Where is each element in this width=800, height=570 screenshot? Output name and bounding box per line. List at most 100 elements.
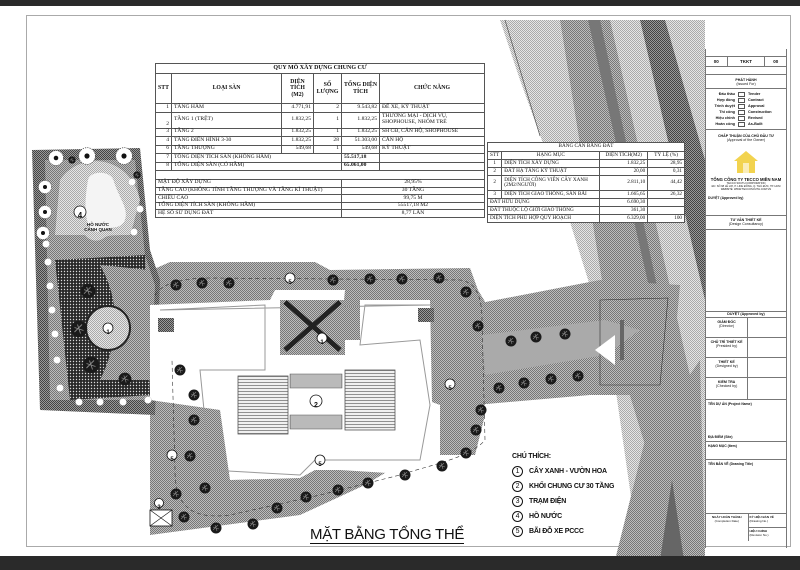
- issue-checkbox[interactable]: [738, 115, 745, 121]
- issue-checkbox[interactable]: [738, 109, 745, 115]
- col-header: DIỆN TÍCH (M2): [281, 73, 314, 104]
- building-scale-title: QUY MÔ XÂY DỰNG CHUNG CƯ: [155, 63, 485, 74]
- issue-vi: Hợp đồng: [716, 98, 735, 102]
- legend-number-circle: 1: [512, 466, 523, 477]
- cell-stt: 4: [155, 136, 172, 146]
- cell-ratio: 26,32: [647, 190, 685, 199]
- window-bottom-bar: [0, 556, 800, 570]
- title-block: 00 TKKT 00 PHÁT HÀNH (Issued For) Đấu th…: [705, 49, 787, 548]
- col-header: STT: [155, 73, 172, 104]
- issue-vi: Thi công: [719, 110, 735, 114]
- cell-type: TẦNG 1 (TRỆT): [171, 111, 282, 129]
- issue-checkbox[interactable]: [738, 103, 745, 109]
- metric-value: 30 TẦNG: [341, 186, 485, 196]
- summary-ratio: [647, 198, 685, 207]
- cell-stt: 6: [155, 144, 172, 154]
- consultant-area: [706, 230, 786, 312]
- cell-area: 549,68: [281, 144, 314, 154]
- issue-option[interactable]: Đấu thầu Tender: [706, 91, 786, 97]
- presided-label: CHỦ TRÌ THIẾT KẾ: [710, 340, 743, 344]
- parking-number-north: 5: [288, 280, 292, 286]
- drawing-info-row: NGÀY HOÀN THÀNH(Completion Date) KÝ HIỆU…: [706, 514, 786, 541]
- cell-qty: 2: [313, 103, 342, 113]
- table-row: 4 TẦNG ĐIỂN HÌNH 3-30 1.832,25 28 51.303…: [155, 136, 485, 146]
- cell-area: 1.665,65: [599, 190, 649, 199]
- summary-label: DIỆN TÍCH PHÙ HỢP QUY HOẠCH: [486, 214, 601, 223]
- parking-number-west: 5: [170, 457, 174, 463]
- col-header: CHỨC NĂNG: [379, 73, 485, 104]
- land-balance-table: BẢNG CÂN BẰNG ĐẤT STT HẠNG MỤC DIỆN TÍCH…: [486, 142, 685, 223]
- total-value: 55.517,18: [341, 153, 380, 163]
- total-value: 65.061,00: [341, 161, 380, 171]
- completion-sub: (Completion Date): [714, 518, 739, 523]
- drawing-frame: [26, 15, 791, 547]
- company-logo-icon: [734, 150, 758, 173]
- legend-item: 4 HỒ NƯỚC: [512, 509, 614, 524]
- issue-checkbox[interactable]: [738, 97, 745, 103]
- issue-title: PHÁT HÀNH: [735, 78, 757, 82]
- designed-row: THIẾT KẾ(Designed by): [706, 358, 786, 378]
- cell-area: 1.832,25: [599, 159, 649, 168]
- courtyard-number: 1: [320, 340, 324, 346]
- total-row: 7 TỔNG DIỆN TÍCH SÀN (KHÔNG HẦM) 55.517,…: [155, 153, 485, 163]
- company-website: WEBSITE: WWW.TECCOSOUTH.COM.VN: [720, 187, 772, 191]
- designed-label: THIẾT KẾ: [718, 360, 735, 364]
- summary-area: 361,30: [599, 206, 649, 215]
- cell-item: DIỆN TÍCH CÔNG VIÊN CÂY XANH (2M2/NGƯỜI): [501, 175, 601, 191]
- summary-ratio: [647, 206, 685, 215]
- checked-label: KIỂM TRA: [717, 380, 736, 384]
- issue-en: As-Built: [748, 122, 763, 126]
- building-scale-table: QUY MÔ XÂY DỰNG CHUNG CƯ STT LOẠI SÀN DI…: [155, 63, 485, 218]
- issue-vi: Hiệu chỉnh: [715, 116, 735, 120]
- consultant-label: TƯ VẤN THIẾT KẾ: [730, 218, 762, 222]
- legend-item: 1 CÂY XANH - VƯỜN HOA: [512, 464, 614, 479]
- metric-value: 28,95%: [341, 179, 485, 188]
- rev-col: 00: [706, 57, 728, 66]
- summary-label: ĐẤT THUỘC LỘ GIỚI GIAO THÔNG: [486, 206, 601, 215]
- issue-header: PHÁT HÀNH (Issued For): [706, 75, 786, 89]
- issue-option[interactable]: Hoàn công As-Built: [706, 121, 786, 127]
- cell-total: 1.832,25: [341, 127, 380, 137]
- director-sub: (Director): [719, 324, 735, 329]
- cell-ratio: 28,95: [647, 159, 685, 168]
- cell-total: 1.832,25: [341, 111, 380, 129]
- cell-stt: 3: [155, 127, 172, 137]
- table-header-row: STT HẠNG MỤC DIỆN TÍCH(M2) TỶ LỆ (%): [486, 151, 685, 160]
- issue-vi: Hoàn công: [715, 122, 735, 126]
- drawing-title-label: TÊN BẢN VẼ (Drawing Title): [708, 462, 753, 466]
- cell-qty: 28: [313, 136, 342, 146]
- owner-approval-label: CHẤP THUẬN CỦA CHỦ ĐẦU TƯ: [717, 134, 775, 138]
- director-row: GIÁM ĐỐC(Director): [706, 318, 786, 338]
- director-signature[interactable]: [748, 318, 786, 337]
- issue-checkbox[interactable]: [738, 121, 745, 127]
- cell-area: 2.811,10: [599, 175, 649, 191]
- drawing-no-sub: (Drawing No.): [749, 519, 769, 523]
- cell-area: 1.832,25: [281, 127, 314, 137]
- cell-qty: 1: [313, 144, 342, 154]
- issue-checkbox[interactable]: [738, 91, 745, 97]
- legend-title: CHÚ THÍCH:: [512, 453, 551, 460]
- summary-ratio: 100: [647, 214, 685, 223]
- cell-stt: 1: [155, 103, 172, 113]
- table-row: 2 DIỆN TÍCH CÔNG VIÊN CÂY XANH (2M2/NGƯỜ…: [486, 175, 685, 191]
- table-row: 1 DIỆN TÍCH XÂY DỰNG 1.832,25 28,95: [486, 159, 685, 168]
- cell-stt: 2: [486, 167, 503, 176]
- col-header: TỶ LỆ (%): [647, 151, 685, 160]
- presided-signature[interactable]: [748, 338, 786, 357]
- cell-function: SH CĐ, CĂN HỘ, SHOPHOUSE: [379, 127, 485, 137]
- issue-en: Tender: [748, 92, 761, 96]
- issue-en: Approval: [748, 104, 765, 108]
- issue-vi: Đấu thầu: [718, 92, 735, 96]
- col-header: LOẠI SÀN: [171, 73, 282, 104]
- designed-signature[interactable]: [748, 358, 786, 377]
- metric-label: TẦNG CAO (KHÔNG TÍNH TẦNG THƯỢNG VÀ TẦNG…: [155, 186, 342, 196]
- cell-area: 20,00: [599, 167, 649, 176]
- metric-row: MẬT ĐỘ XÂY DỰNG 28,95%: [155, 179, 485, 188]
- owner-approval-section: CHẤP THUẬN CỦA CHỦ ĐẦU TƯ (Approval of t…: [706, 130, 786, 216]
- checked-signature[interactable]: [748, 378, 786, 399]
